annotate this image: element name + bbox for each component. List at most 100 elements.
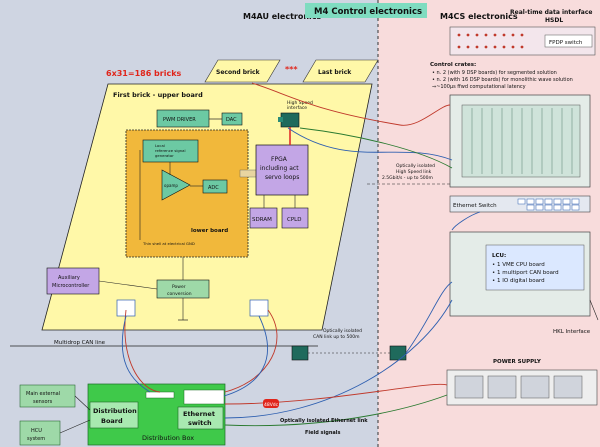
sensors-dist-link xyxy=(74,395,91,411)
distribution-board-label-2: Board xyxy=(101,417,123,425)
fpga-label-2: including act xyxy=(260,165,299,172)
optical-hs-label-1: Optically isolated xyxy=(396,163,435,169)
distribution-board xyxy=(89,401,139,429)
aux-micro-label-1: Auxiliary xyxy=(58,275,80,281)
dist-ethernet-label-2: switch xyxy=(188,419,212,427)
lcu-item-2: • 1 multiport CAN board xyxy=(492,270,559,276)
multidrop-label: Multidrop CAN line xyxy=(54,340,106,346)
hs-interface-label-1: High Speed xyxy=(287,100,313,106)
power-cable-left xyxy=(124,309,161,393)
power-conversion-label-1: Power xyxy=(172,284,186,290)
dist-multi-connector xyxy=(183,389,225,405)
thin-shell-label: Thin shell at electrical GND xyxy=(142,241,195,246)
crates-item-3: ⇒~100μs ffwd computational latency xyxy=(432,84,526,90)
fpga-label-3: servo loops xyxy=(265,174,299,181)
hs-interface-connector xyxy=(278,117,283,122)
optical-can-label-2: CAN link up to 500m xyxy=(313,334,359,340)
lcu-panel xyxy=(485,244,585,291)
last-brick-label: Last brick xyxy=(318,69,352,76)
second-brick-shape xyxy=(204,59,281,83)
hkl-interface-label: HKL Interface xyxy=(553,329,591,335)
lcu-title: LCU: xyxy=(492,253,506,259)
ref-gen-label-1: Local xyxy=(155,143,165,148)
dac-label: DAC xyxy=(226,117,237,123)
can-cable-left xyxy=(121,315,151,393)
hcu-dist-link xyxy=(59,419,91,434)
vme-slot-lines xyxy=(471,108,573,174)
opamp-label: opamp xyxy=(164,183,178,188)
m4cs-title: M4CS electronics xyxy=(440,12,518,21)
m4au-title: M4AU electronics xyxy=(243,12,322,21)
second-brick-label: Second brick xyxy=(216,69,261,76)
bricks-ellipsis: *** xyxy=(285,65,298,74)
dist-ethernet-label-1: Ethernet xyxy=(183,410,215,418)
crates-title: Control crates: xyxy=(430,62,476,68)
hcu-label-2: system xyxy=(27,436,45,442)
dist-ethernet-switch xyxy=(177,406,224,430)
optical-can-module-left xyxy=(291,345,309,361)
ref-gen-box xyxy=(142,139,199,163)
main-sensors-label-1: Main external xyxy=(26,391,60,397)
optical-can-module-right xyxy=(389,345,407,361)
fpdp-switch-label: FPDP switch xyxy=(549,40,583,46)
hs-cable-red xyxy=(251,82,451,126)
rt-title-1: Real-time data interface xyxy=(510,9,592,16)
lower-board-label: lower board xyxy=(191,228,228,234)
adc-label: ADC xyxy=(208,185,219,191)
ethernet-lcu-cable xyxy=(224,299,453,419)
sdram-box xyxy=(249,207,278,229)
fpdp-switch-box xyxy=(544,34,593,48)
aux-micro-box xyxy=(46,267,100,295)
power-cable-right xyxy=(224,309,278,393)
hcu-system-box xyxy=(19,420,61,446)
last-brick-shape xyxy=(302,59,379,83)
aux-micro-label-2: Microcontroller xyxy=(52,283,90,289)
pwm-driver-label: PWM DRIVER xyxy=(163,117,196,123)
sdram-label: SDRAM xyxy=(252,217,272,223)
aux-power-link xyxy=(98,280,158,290)
hv-label: 48Vdc xyxy=(264,402,279,408)
cpld-label: CPLD xyxy=(287,217,301,223)
m4cs-ethernet-switch-label: Ethernet Switch xyxy=(453,203,497,209)
pwm-driver-box xyxy=(156,109,210,128)
fpga-label-1: FPGA xyxy=(271,156,288,163)
optical-can-label-1: Optically isolated xyxy=(323,328,362,334)
hcu-label-1: HCU xyxy=(31,428,42,434)
optical-hs-label-2: High Speed link xyxy=(396,169,432,175)
can-connector-right xyxy=(249,299,269,317)
ref-gen-label-3: generator xyxy=(155,153,174,158)
vme-crate-slots xyxy=(461,104,581,178)
fpdp-ports xyxy=(457,33,524,49)
dist-board-connector xyxy=(145,391,175,399)
distribution-board-label-1: Distribution xyxy=(93,407,137,415)
lcu-item-3: • 1 IO digital board xyxy=(492,278,545,284)
optical-hs-label-3: 2.5Gbit/s - up to 500m xyxy=(382,175,433,181)
can-lcu-cable xyxy=(405,281,453,354)
ethernet-switch-ports xyxy=(517,198,580,211)
control-title: M4 Control electronics xyxy=(314,7,422,17)
field-signals-cable xyxy=(224,394,448,427)
rt-title-2: HSDL xyxy=(545,17,563,24)
hs-interface-label-2: interface xyxy=(287,105,307,111)
crates-item-1: • n. 2 (with 9 DSP boards) for segmented… xyxy=(432,70,557,76)
ref-gen-label-2: reference signal xyxy=(155,148,186,153)
field-signals-label: Field signals xyxy=(305,430,340,436)
lcu-item-1: • 1 VME CPU board xyxy=(492,262,545,268)
hkl-link xyxy=(589,299,599,321)
fpga-box xyxy=(255,144,309,196)
distribution-box-label: Distribution Box xyxy=(142,434,194,442)
hv-badge xyxy=(263,399,279,408)
main-sensors-label-2: sensors xyxy=(33,399,53,405)
crates-item-2: • n. 2 (with 16 DSP boards) for monolith… xyxy=(432,77,573,83)
brick-count: 6x31=186 bricks xyxy=(106,69,182,78)
hs-cable-blue xyxy=(287,127,453,161)
first-brick-title: First brick - upper board xyxy=(113,91,203,99)
power-conversion-label-2: conversion xyxy=(167,291,192,297)
switch-lcu-cable xyxy=(451,211,481,231)
hs-interface-module xyxy=(280,112,300,128)
power-supply-units xyxy=(454,375,583,399)
hs-cable-green xyxy=(299,127,453,169)
opamp-triangle xyxy=(161,169,191,201)
